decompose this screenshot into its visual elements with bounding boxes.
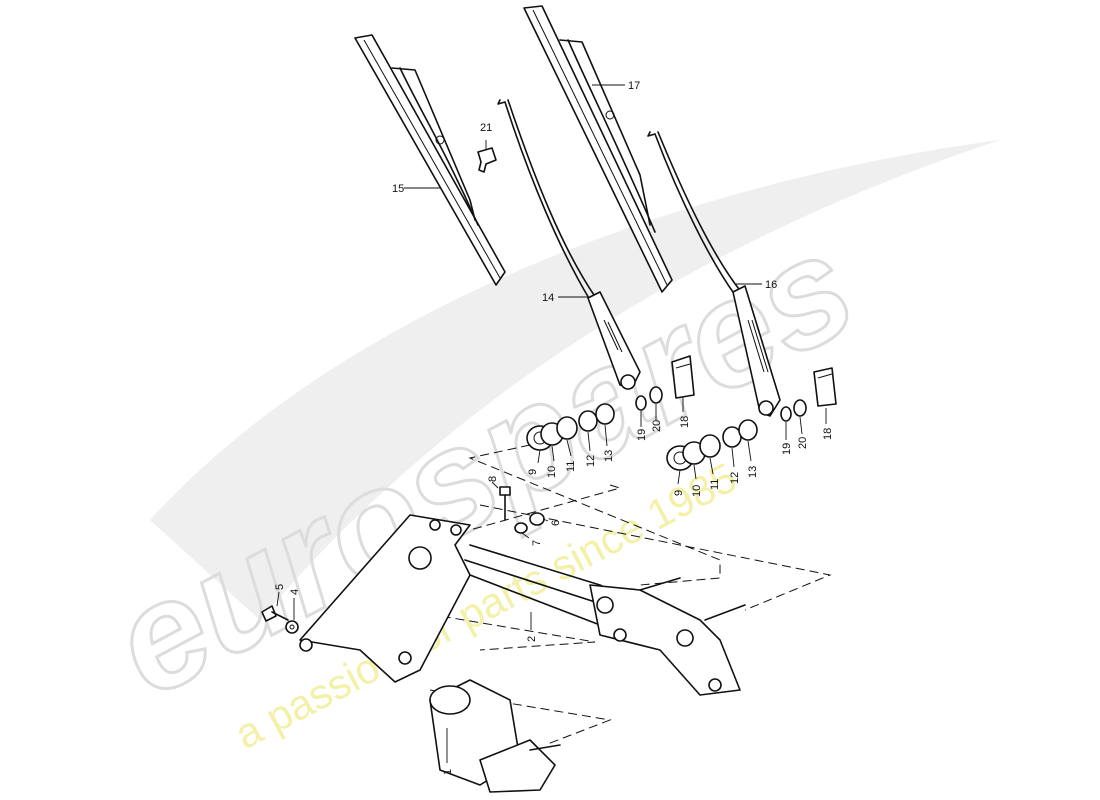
arm-cover-left[interactable] — [671, 355, 695, 399]
callout-9-right: 9 — [673, 490, 685, 496]
callout-20-right: 20 — [797, 437, 809, 449]
washer-nut-right[interactable] — [780, 399, 807, 422]
wiper-arm-left[interactable] — [497, 99, 641, 390]
callout-18-left: 18 — [679, 416, 691, 428]
bracket-washer[interactable] — [285, 620, 299, 634]
blade-clip[interactable] — [477, 147, 497, 173]
callout-17: 17 — [628, 80, 640, 92]
bushing-stack-left[interactable] — [526, 403, 615, 451]
callout-19-left: 19 — [636, 429, 648, 441]
callout-10-left: 10 — [546, 466, 558, 478]
wiper-arm-right[interactable] — [647, 131, 781, 417]
wiper-motor[interactable] — [429, 679, 561, 793]
callout-13-left: 13 — [603, 450, 615, 462]
wiper-blade-left[interactable] — [354, 34, 506, 286]
bracket-bolt[interactable] — [261, 605, 289, 622]
bushing-stack-right[interactable] — [666, 419, 758, 471]
callout-1: 1 — [442, 769, 454, 775]
callout-10-right: 10 — [691, 485, 703, 497]
callout-15: 15 — [392, 183, 404, 195]
callout-11-right: 11 — [709, 479, 721, 490]
mounting-screw-top[interactable] — [499, 486, 511, 521]
callout-18-right: 18 — [822, 428, 834, 440]
watermark-swoosh — [150, 140, 1000, 620]
callout-2: 2 — [526, 636, 538, 642]
callout-13-right: 13 — [747, 466, 759, 478]
callout-14: 14 — [542, 292, 554, 304]
watermark-brand: eurospares — [86, 200, 879, 728]
callout-12-left: 12 — [585, 455, 597, 467]
callout-5: 5 — [274, 584, 286, 590]
leader-lines — [276, 84, 827, 763]
callout-8: 8 — [487, 476, 499, 482]
wiper-frame-linkage[interactable] — [299, 514, 746, 696]
callout-12-right: 12 — [729, 472, 741, 484]
washer-nut-left[interactable] — [635, 386, 663, 411]
callout-7: 7 — [531, 540, 543, 546]
washer-and-nut[interactable] — [514, 512, 545, 534]
callout-20-left: 20 — [651, 420, 663, 432]
callout-19-right: 19 — [781, 443, 793, 455]
wiper-blade-right[interactable] — [523, 5, 673, 293]
callout-16: 16 — [765, 279, 777, 291]
callout-9-left: 9 — [527, 469, 539, 475]
arm-cover-right[interactable] — [813, 367, 837, 407]
callout-6: 6 — [550, 520, 562, 526]
callout-11-left: 11 — [565, 461, 577, 472]
callout-21: 21 — [480, 122, 492, 134]
callout-labels: 15 17 21 14 16 9 10 11 12 13 9 10 11 12 … — [274, 80, 834, 775]
callout-4: 4 — [289, 589, 301, 595]
